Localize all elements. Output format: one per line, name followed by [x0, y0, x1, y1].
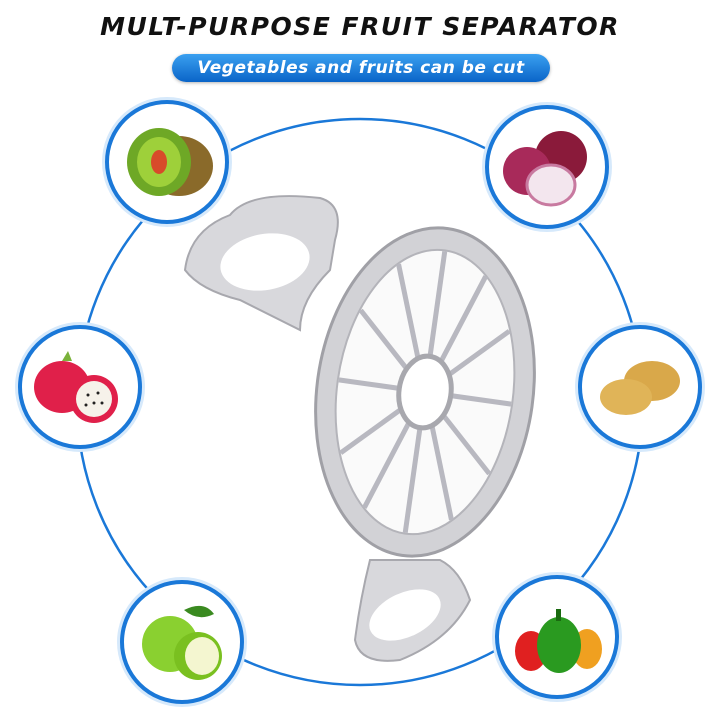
fruit-slicer-icon	[183, 195, 536, 662]
item-dragon-fruit	[18, 325, 142, 449]
item-kiwi	[105, 100, 229, 224]
subtitle-badge: Vegetables and fruits can be cut	[172, 54, 550, 82]
apple-icon	[142, 605, 222, 680]
item-onion	[485, 105, 609, 229]
item-pepper	[495, 575, 619, 699]
page-title: MULT-PURPOSE FRUIT SEPARATOR	[100, 12, 620, 41]
dragon-fruit-icon	[34, 351, 118, 423]
item-potato	[578, 325, 702, 449]
kiwi-icon	[127, 128, 213, 196]
potato-icon	[600, 361, 680, 415]
onion-icon	[503, 131, 587, 207]
item-apple	[120, 580, 244, 704]
pepper-icon	[515, 609, 602, 673]
